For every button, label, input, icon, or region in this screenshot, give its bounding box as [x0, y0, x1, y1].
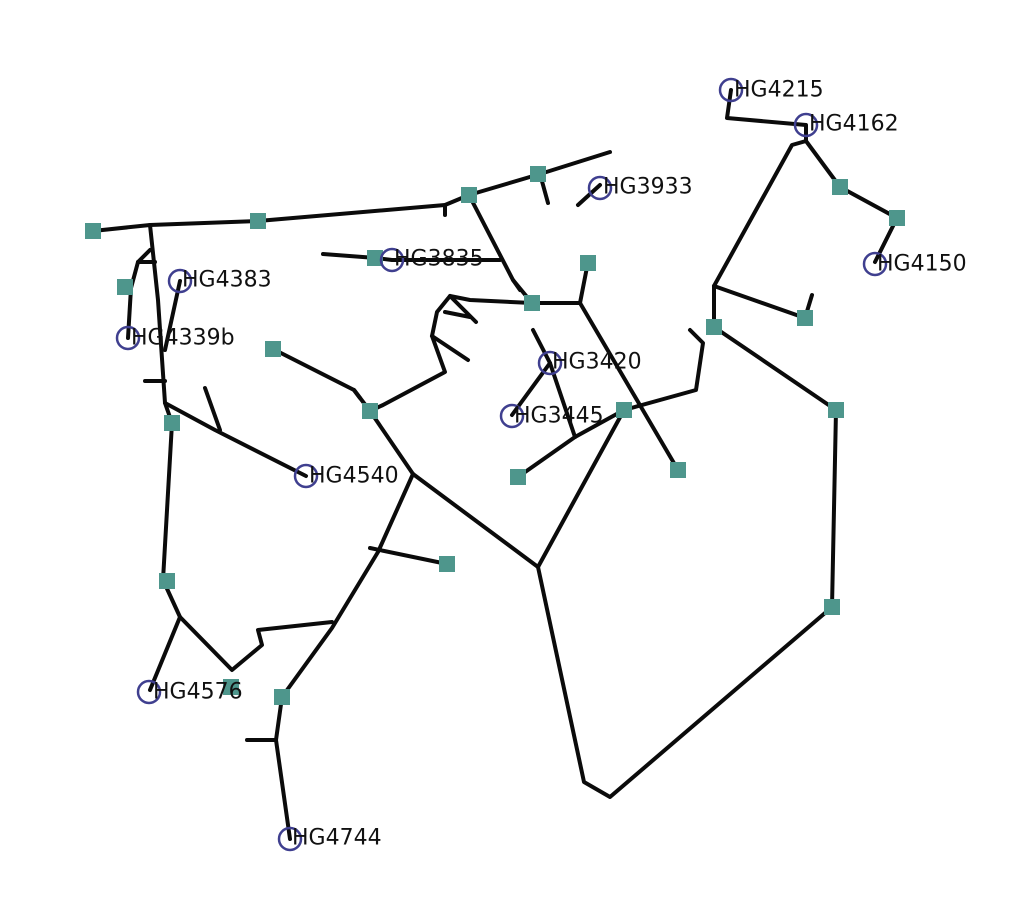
node-label: HG4215: [734, 78, 824, 103]
junction-marker-11: [616, 402, 632, 418]
edge-15: [511, 278, 522, 292]
edge-8: [148, 421, 182, 692]
node-hg4339b: HG4339b: [115, 325, 235, 351]
node-marker: [167, 268, 193, 294]
junction-marker-13: [797, 310, 813, 326]
junction-marker-22: [274, 689, 290, 705]
edge-0: [91, 150, 612, 233]
node-label: HG3933: [603, 175, 693, 200]
edge-22: [271, 347, 372, 413]
edge-33: [712, 284, 807, 329]
junction-marker-21: [159, 573, 175, 589]
edge-29: [536, 325, 838, 799]
edge-26: [368, 546, 449, 566]
junction-marker-23: [223, 679, 239, 695]
node-marker: [136, 679, 162, 705]
junction-marker-9: [362, 403, 378, 419]
network-edges: [91, 88, 899, 841]
node-label: HG4744: [292, 826, 382, 851]
edge-21: [578, 301, 680, 472]
node-hg4576: HG4576: [136, 679, 243, 705]
node-hg3445: HG3445: [499, 403, 604, 429]
node-label: HG4150: [877, 252, 967, 277]
edge-13: [467, 193, 582, 305]
node-label: HG3420: [552, 350, 642, 375]
edge-10: [163, 401, 308, 478]
junction-marker-8: [265, 341, 281, 357]
junction-markers: [85, 166, 905, 705]
node-hg3420: HG3420: [537, 350, 642, 376]
edge-14: [321, 252, 502, 262]
node-label: HG4576: [153, 680, 243, 705]
edge-12: [576, 183, 602, 207]
junction-marker-10: [164, 415, 180, 431]
junction-marker-3: [530, 166, 546, 182]
node-hg3933: HG3933: [587, 175, 693, 201]
node-hg4215: HG4215: [718, 77, 824, 103]
junction-marker-17: [510, 469, 526, 485]
node-marker: [277, 826, 303, 852]
edge-28: [536, 408, 626, 569]
node-label: HG4383: [182, 268, 272, 293]
junction-marker-19: [828, 402, 844, 418]
node-marker: [862, 251, 888, 277]
node-marker: [587, 175, 613, 201]
node-label: HG3835: [394, 247, 484, 272]
edge-19: [443, 310, 472, 319]
node-marker: [293, 463, 319, 489]
edge-25: [274, 472, 415, 841]
node-hg4150: HG4150: [862, 251, 967, 277]
node-hg4540: HG4540: [293, 463, 399, 489]
node-hg4162: HG4162: [793, 112, 899, 138]
junction-marker-4: [117, 279, 133, 295]
edge-17: [368, 294, 534, 413]
node-label: HG3445: [514, 404, 604, 429]
node-hg4383: HG4383: [167, 268, 272, 294]
junction-marker-15: [889, 210, 905, 226]
edge-30: [516, 328, 705, 479]
junction-marker-7: [524, 295, 540, 311]
junction-marker-2: [461, 187, 477, 203]
edge-20: [430, 334, 470, 362]
junction-marker-5: [580, 255, 596, 271]
edge-11: [203, 386, 222, 432]
edge-24: [368, 409, 540, 569]
node-hg4744: HG4744: [277, 826, 382, 852]
node-marker: [793, 112, 819, 138]
node-marker: [379, 247, 405, 273]
edge-4: [126, 248, 152, 340]
junction-marker-18: [439, 556, 455, 572]
node-marker: [499, 403, 525, 429]
edge-23: [352, 388, 362, 400]
edge-9: [178, 615, 334, 672]
node-marker: [115, 325, 141, 351]
junction-marker-16: [670, 462, 686, 478]
junction-marker-14: [832, 179, 848, 195]
junction-marker-20: [824, 599, 840, 615]
edge-36: [725, 88, 808, 143]
junction-marker-12: [706, 319, 722, 335]
junction-marker-1: [250, 213, 266, 229]
node-hg3835: HG3835: [379, 247, 484, 273]
node-marker: [537, 350, 563, 376]
junction-marker-6: [367, 250, 383, 266]
edge-35: [712, 139, 899, 288]
node-label: HG4540: [309, 464, 399, 489]
junction-marker-0: [85, 223, 101, 239]
node-marker: [718, 77, 744, 103]
node-label: HG4162: [809, 112, 899, 137]
node-label: HG4339b: [131, 326, 235, 351]
